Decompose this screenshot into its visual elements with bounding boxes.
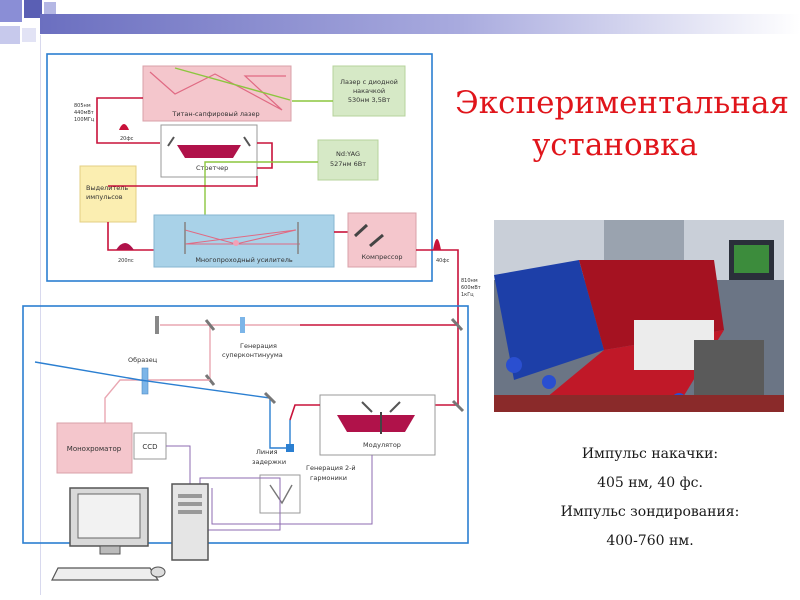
pulse-40fs-icon bbox=[433, 239, 441, 250]
supercontinuum-label-2: суперконтинуума bbox=[222, 351, 283, 359]
slide-title-line2: установка bbox=[532, 127, 698, 163]
header-gradient-bar bbox=[40, 14, 800, 34]
pulse-caption: Импульс накачки: 405 нм, 40 фс. Импульс … bbox=[540, 440, 760, 556]
shg-crystal bbox=[286, 444, 294, 452]
pulse-selector-label-2: импульсов bbox=[86, 193, 123, 201]
stretcher-grating bbox=[177, 145, 241, 158]
osc-params-1: 805нм bbox=[74, 103, 91, 109]
ti-sapphire-cavity-beam bbox=[149, 71, 286, 111]
diode-laser-label-1: Лазер с диодной bbox=[340, 78, 398, 86]
slide-title: Экспериментальная установка bbox=[455, 82, 789, 166]
pulse-40fs-label: 40фс bbox=[436, 258, 450, 264]
deco-square-5 bbox=[22, 28, 36, 42]
slide-title-line1: Экспериментальная bbox=[455, 85, 789, 121]
measurement-frame bbox=[22, 305, 469, 544]
ccd-box bbox=[133, 432, 167, 460]
pump-label: Импульс накачки: bbox=[581, 446, 719, 462]
pump-path bbox=[433, 325, 459, 406]
ndyag-label-2: 527нм 6Вт bbox=[330, 160, 366, 168]
pulse-200ps-label: 200пс bbox=[118, 258, 134, 264]
shg-label-2: гармоники bbox=[310, 474, 347, 482]
modulator-output-beam bbox=[289, 404, 320, 421]
ccd-label: CCD bbox=[142, 443, 157, 451]
stretcher-return-beam bbox=[257, 142, 273, 169]
ti-sapphire-label: Титан-сапфировый лазер bbox=[171, 110, 259, 118]
out-params-2: 600мВт bbox=[461, 285, 481, 291]
title-underline bbox=[40, 35, 41, 595]
out-params-1: 810нм bbox=[461, 278, 478, 284]
modulator-cable bbox=[211, 455, 373, 525]
deco-square-1 bbox=[0, 0, 22, 22]
osc-params-3: 100МГц bbox=[74, 117, 95, 123]
pulse-20fs-icon bbox=[119, 124, 129, 130]
pulse-200ps-icon bbox=[116, 243, 134, 250]
monochromator-label: Монохроматор bbox=[67, 445, 122, 453]
ir-beam-top bbox=[96, 97, 160, 144]
stretcher-label: Стретчер bbox=[196, 164, 228, 172]
computer-icon bbox=[51, 483, 209, 581]
amplifier-box bbox=[153, 214, 335, 268]
pulse-20fs-label: 20фс bbox=[120, 136, 134, 142]
amplifier-multipass bbox=[184, 229, 300, 245]
laser-system-frame bbox=[46, 53, 433, 282]
setup-photo bbox=[494, 220, 784, 412]
sample-label: Образец bbox=[128, 356, 158, 364]
stretched-beam bbox=[108, 176, 258, 187]
probe-label: Импульс зондирования: bbox=[560, 504, 740, 520]
amplifier-label: Многопроходный усилитель bbox=[195, 256, 293, 264]
blue-pump-beam bbox=[34, 361, 291, 449]
pulse-selector-label-1: Выделитель bbox=[86, 184, 128, 192]
delay-label-2: задержки bbox=[252, 458, 286, 466]
ndyag-pump-beam bbox=[204, 161, 318, 228]
compressor-label: Компрессор bbox=[361, 253, 402, 261]
compressor-box bbox=[347, 212, 417, 268]
monochromator-box bbox=[56, 422, 133, 474]
pulse-selector-box bbox=[79, 165, 137, 223]
diode-laser-label-2: накачкой bbox=[353, 87, 385, 95]
out-params-3: 1кГц bbox=[461, 292, 474, 298]
deco-square-3 bbox=[0, 26, 20, 44]
ndyag-box bbox=[317, 139, 379, 181]
probe-value: 400-760 нм. bbox=[606, 533, 694, 549]
diode-laser-label-3: 530нм 3,5Вт bbox=[348, 96, 390, 104]
shg-label-1: Генерация 2-й bbox=[306, 464, 356, 472]
probe-to-sample bbox=[104, 379, 210, 425]
pump-value: 405 нм, 40 фс. bbox=[597, 475, 703, 491]
selector-to-amp-beam bbox=[107, 222, 155, 251]
deco-square-4 bbox=[44, 2, 56, 14]
diode-laser-box bbox=[332, 65, 406, 117]
ccd-cable bbox=[166, 445, 191, 484]
supercontinuum-crystal bbox=[240, 317, 245, 333]
osc-params-2: 440мВт bbox=[74, 110, 94, 116]
delay-cable bbox=[199, 477, 281, 531]
supercontinuum-label-1: Генерация bbox=[240, 342, 277, 350]
modulator-grating bbox=[337, 415, 415, 432]
ndyag-label-1: Nd:YAG bbox=[336, 150, 360, 158]
delay-label-1: Линия bbox=[256, 448, 278, 456]
deco-square-2 bbox=[24, 0, 42, 18]
modulator-label: Модулятор bbox=[363, 441, 401, 449]
compressor-output-beam bbox=[416, 249, 459, 325]
